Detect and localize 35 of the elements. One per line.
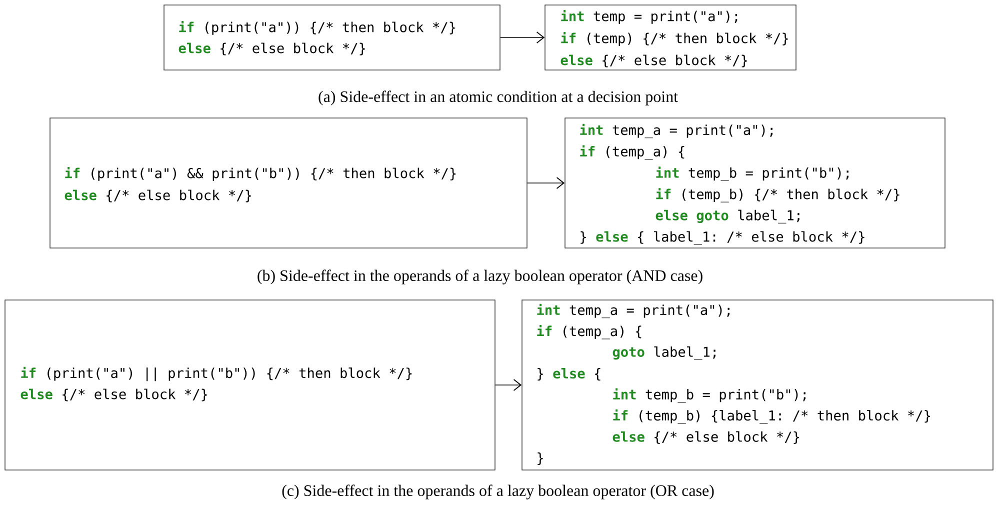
code-line: else goto label_1; <box>656 210 800 224</box>
code-box <box>164 4 500 70</box>
arrow <box>500 32 545 44</box>
code-line: if (temp_a) { <box>580 145 684 160</box>
code-line: int temp_a = print("a"); <box>580 124 772 138</box>
code-line: if (temp_b) {/* then block */} <box>656 188 900 202</box>
code-line: else {/* else block */} <box>64 190 252 202</box>
code-line: if (print("a") || print("b")) {/* then block */} <box>21 366 412 382</box>
code-box <box>522 300 994 470</box>
code-box <box>544 4 796 70</box>
code-line: goto label_1; <box>612 346 716 360</box>
caption: (c) Side-effect in the operands of a lazy boolean operator (OR case) <box>282 484 714 500</box>
code-line: else {/* else block */} <box>178 42 366 56</box>
code-line: else {/* else block */} <box>560 54 748 68</box>
code-box <box>564 118 946 248</box>
arrow <box>495 379 522 391</box>
caption: (b) Side-effect in the operands of a lazy boolean operator (AND case) <box>258 270 702 284</box>
code-line: } else { <box>538 368 600 381</box>
code-line: else {/* else block */} <box>612 431 800 444</box>
code-line: if (print("a")) {/* then block */} <box>179 21 456 35</box>
code-line: int temp_a = print("a"); <box>537 304 730 318</box>
code-box <box>4 300 496 470</box>
code-line: else {/* else block */} <box>20 388 208 402</box>
code-line: int temp = print("a"); <box>561 10 738 24</box>
code-line: int temp_b = print("b"); <box>613 388 806 403</box>
code-line: if (temp_a) { <box>537 324 642 340</box>
code-line: int temp_b = print("b"); <box>656 166 848 181</box>
code-line: } <box>538 452 543 465</box>
code-line: if (print("a") && print("b")) {/* then block */} <box>65 167 456 181</box>
arrow <box>527 177 565 189</box>
caption: (a) Side-effect in an atomic condition at a decision point <box>318 90 678 106</box>
code-box <box>50 118 528 248</box>
code-line: } else { label_1: /* else block */} <box>580 231 864 245</box>
code-line: if (temp) {/* then block */} <box>561 32 788 46</box>
code-line: if (temp_b) {label_1: /* then block */} <box>613 409 930 424</box>
